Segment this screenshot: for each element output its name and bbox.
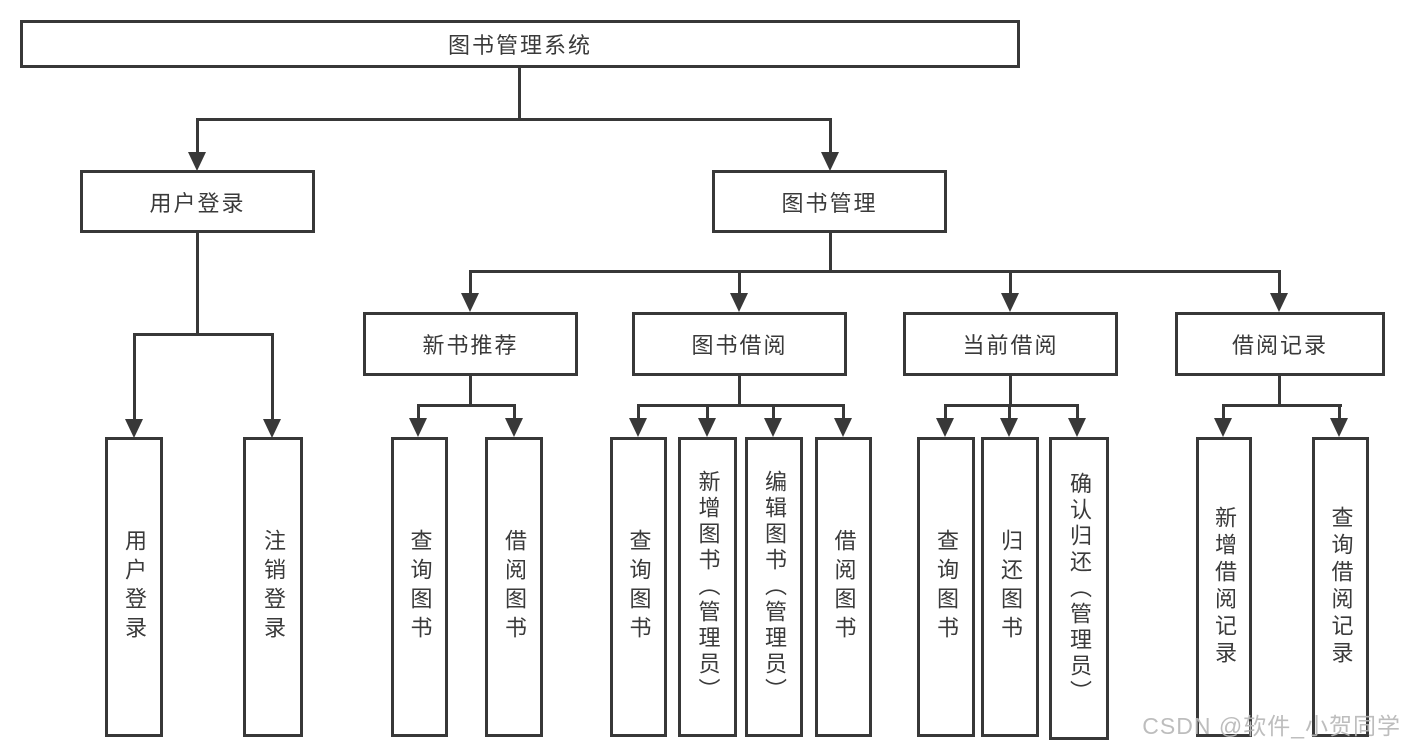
leaf-label: 确认归还（管理员） <box>1067 471 1092 706</box>
leaf-new-books-1: 借阅图书 <box>485 437 543 737</box>
leaf-label: 注销登录 <box>261 529 286 645</box>
connector-to-borrow-records <box>1278 270 1281 296</box>
connector-book-mgmt-stem <box>829 233 832 272</box>
connector-to-book-mgmt <box>829 118 832 154</box>
arrow-down-icon <box>1001 293 1019 312</box>
connector-book-borrow-stem <box>738 376 741 406</box>
connector-leaf <box>1338 404 1341 420</box>
arrow-down-icon <box>1068 418 1086 437</box>
leaf-label: 编辑图书（管理员） <box>762 470 787 704</box>
leaf-book-borrow-1: 新增图书（管理员） <box>678 437 737 737</box>
connector-current-borrow-bus <box>944 404 1079 407</box>
arrow-down-icon <box>698 418 716 437</box>
leaf-label: 归还图书 <box>998 529 1023 645</box>
connector-book-mgmt-bus <box>469 270 1281 273</box>
leaf-borrow-records-0: 新增借阅记录 <box>1196 437 1252 737</box>
leaf-label: 借阅图书 <box>831 529 857 645</box>
connector-user-login-bus <box>133 333 274 336</box>
node-root-label: 图书管理系统 <box>447 33 592 58</box>
leaf-label: 新增图书（管理员） <box>695 470 721 704</box>
connector-root-bus <box>196 118 832 121</box>
arrow-down-icon <box>629 418 647 437</box>
arrow-down-icon <box>1000 418 1018 437</box>
leaf-label: 查询图书 <box>626 529 652 645</box>
connector-leaf <box>706 404 709 420</box>
arrow-down-icon <box>505 418 523 437</box>
connector-leaf <box>417 404 420 420</box>
arrow-down-icon <box>764 418 782 437</box>
leaf-book-borrow-0: 查询图书 <box>610 437 667 737</box>
csdn-watermark: CSDN @软件_小贺同学 <box>1142 713 1401 739</box>
connector-borrow-records-stem <box>1278 376 1281 406</box>
node-root: 图书管理系统 <box>20 20 1020 68</box>
connector-leaf <box>513 404 516 420</box>
node-book-borrow: 图书借阅 <box>632 312 847 376</box>
connector-leaf <box>842 404 845 420</box>
arrow-down-icon <box>188 152 206 171</box>
leaf-user-login-1: 注销登录 <box>243 437 303 737</box>
node-new-books-label: 新书推荐 <box>422 333 519 358</box>
arrow-down-icon <box>936 418 954 437</box>
arrow-down-icon <box>409 418 427 437</box>
leaf-book-borrow-2: 编辑图书（管理员） <box>745 437 803 737</box>
connector-new-books-bus <box>417 404 516 407</box>
connector-to-current-borrow <box>1009 270 1012 296</box>
connector-book-borrow-bus <box>637 404 845 407</box>
connector-user-login-stem <box>196 233 199 335</box>
connector-leaf <box>637 404 640 420</box>
node-current-borrow: 当前借阅 <box>903 312 1118 376</box>
leaf-current-borrow-0: 查询图书 <box>917 437 975 737</box>
leaf-current-borrow-2: 确认归还（管理员） <box>1049 437 1109 740</box>
connector-root-stem <box>518 66 521 120</box>
connector-to-new-books <box>469 270 472 296</box>
arrow-down-icon <box>1214 418 1232 437</box>
leaf-current-borrow-1: 归还图书 <box>981 437 1039 737</box>
arrow-down-icon <box>821 152 839 171</box>
connector-leaf <box>772 404 775 420</box>
connector-leaf <box>1222 404 1225 420</box>
arrow-down-icon <box>263 419 281 438</box>
leaf-label: 新增借阅记录 <box>1212 506 1237 668</box>
connector-leaf <box>271 333 274 421</box>
arrow-down-icon <box>461 293 479 312</box>
connector-leaf <box>1076 404 1079 420</box>
node-book-mgmt-label: 图书管理 <box>781 190 878 216</box>
leaf-label: 借阅图书 <box>502 529 527 645</box>
connector-borrow-records-bus <box>1222 404 1342 407</box>
node-user-login-label: 用户登录 <box>149 190 246 216</box>
connector-to-user-login <box>196 118 199 154</box>
connector-new-books-stem <box>469 376 472 406</box>
leaf-user-login-0: 用户登录 <box>105 437 163 737</box>
connector-to-book-borrow <box>738 270 741 296</box>
leaf-borrow-records-1: 查询借阅记录 <box>1312 437 1369 737</box>
leaf-label: 查询借阅记录 <box>1328 506 1354 668</box>
node-borrow-records-label: 借阅记录 <box>1231 333 1328 358</box>
node-book-mgmt: 图书管理 <box>712 170 947 233</box>
node-new-books: 新书推荐 <box>363 312 578 376</box>
connector-leaf <box>1008 404 1011 420</box>
arrow-down-icon <box>1330 418 1348 437</box>
arrow-down-icon <box>834 418 852 437</box>
connector-current-borrow-stem <box>1009 376 1012 406</box>
arrow-down-icon <box>1270 293 1288 312</box>
node-user-login: 用户登录 <box>80 170 315 233</box>
leaf-label: 查询图书 <box>407 529 433 645</box>
leaf-label: 查询图书 <box>934 529 959 645</box>
node-current-borrow-label: 当前借阅 <box>962 333 1059 358</box>
leaf-book-borrow-3: 借阅图书 <box>815 437 872 737</box>
leaf-new-books-0: 查询图书 <box>391 437 448 737</box>
arrow-down-icon <box>730 293 748 312</box>
connector-leaf <box>133 333 136 421</box>
node-book-borrow-label: 图书借阅 <box>691 333 788 358</box>
arrow-down-icon <box>125 419 143 438</box>
leaf-label: 用户登录 <box>122 529 147 645</box>
node-borrow-records: 借阅记录 <box>1175 312 1385 376</box>
connector-leaf <box>944 404 947 420</box>
